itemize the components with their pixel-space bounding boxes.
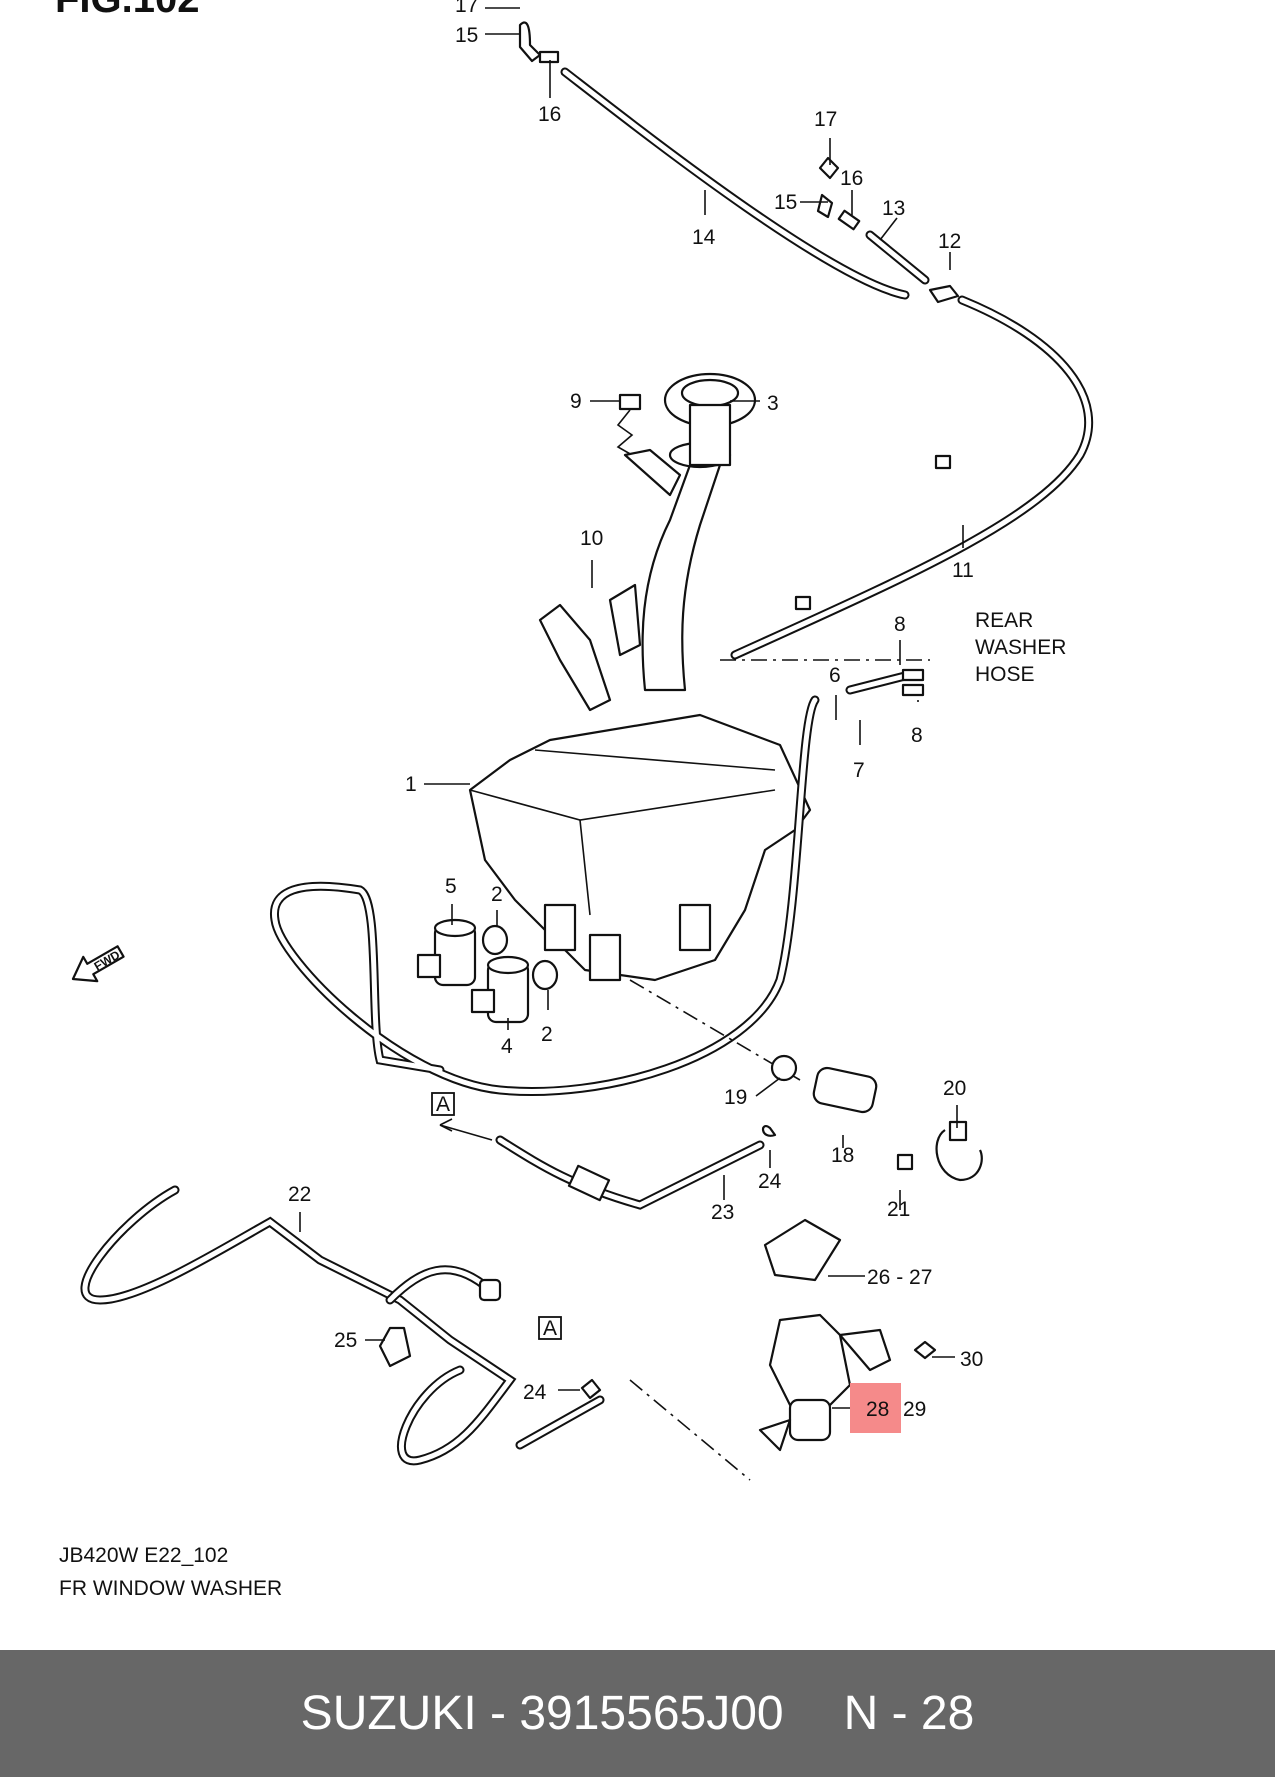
callout-22: 22 (288, 1183, 311, 1206)
highlight-part-28 (850, 1383, 901, 1433)
figure-heading: FIG.102 (55, 0, 200, 21)
loop-hose (269, 668, 925, 1097)
callout-28: 28 (866, 1398, 889, 1421)
callout-16: 16 (538, 103, 561, 126)
rear-hose-label-line1: REAR (975, 609, 1033, 632)
callout-24: 24 (523, 1381, 547, 1404)
part-number-footer: SUZUKI - 3915565J00 N - 28 (0, 1650, 1275, 1777)
leader-tank (629, 979, 801, 1081)
callout-11: 11 (952, 559, 974, 582)
callout-9: 9 (570, 390, 582, 413)
callout-2: 2 (541, 1023, 553, 1046)
callout-1: 1 (405, 773, 417, 796)
nozzle-assembly (758, 1218, 937, 1452)
callout-14: 14 (692, 226, 716, 249)
callouts: 17 15 16 17 16 15 13 14 12 9 3 10 11 8 6… (288, 0, 983, 1421)
ref-box-a-lower (538, 1316, 562, 1340)
rear-hose-label-line3: HOSE (975, 663, 1035, 686)
callout-20: 20 (943, 1077, 966, 1100)
callout-10: 10 (580, 527, 603, 550)
callout-8: 8 (894, 613, 906, 636)
callout-24: 24 (758, 1170, 782, 1193)
callout-4: 4 (501, 1035, 513, 1058)
callout-3: 3 (767, 392, 779, 415)
upper-hose-assembly (518, 21, 1094, 660)
callout-18: 18 (831, 1144, 854, 1167)
callout-5: 5 (445, 875, 457, 898)
callout-13: 13 (882, 197, 905, 220)
figure-code: JB420W E22_102 (59, 1544, 228, 1567)
leader-lower (629, 1379, 751, 1481)
lower-pump (439, 1054, 983, 1210)
figure-caption: FR WINDOW WASHER (59, 1577, 282, 1600)
nozzle-hose (80, 1185, 605, 1466)
callout-6: 6 (829, 664, 841, 687)
callout-29: 29 (903, 1398, 926, 1421)
callout-21: 21 (887, 1198, 910, 1221)
callout-leaders (299, 7, 964, 1409)
callout-30: 30 (960, 1348, 983, 1371)
callout-17: 17 (814, 108, 837, 131)
ref-box-a-upper (431, 1092, 455, 1116)
ref-label-a-upper: A (436, 1093, 450, 1116)
washer-tank (468, 372, 812, 982)
callout-16: 16 (840, 167, 863, 190)
callout-26-27: 26 - 27 (867, 1266, 932, 1289)
pump-motors (416, 918, 559, 1024)
callout-2: 2 (491, 883, 503, 906)
part-number-text: SUZUKI - 3915565J00 (300, 1687, 784, 1740)
fwd-arrow: FWD (71, 945, 125, 983)
callout-15: 15 (455, 24, 478, 47)
callout-17: 17 (455, 0, 478, 17)
parts-diagram: FIG.102 (55, 0, 1094, 1600)
callout-8: 8 (911, 724, 923, 747)
callout-19: 19 (724, 1086, 747, 1109)
callout-7: 7 (853, 759, 865, 782)
callout-12: 12 (938, 230, 961, 253)
callout-15: 15 (774, 191, 797, 214)
page-position-text: N - 28 (843, 1687, 975, 1740)
ref-label-a-lower: A (543, 1317, 557, 1340)
rear-hose-label-line2: WASHER (975, 636, 1066, 659)
callout-25: 25 (334, 1329, 357, 1352)
callout-23: 23 (711, 1201, 734, 1224)
